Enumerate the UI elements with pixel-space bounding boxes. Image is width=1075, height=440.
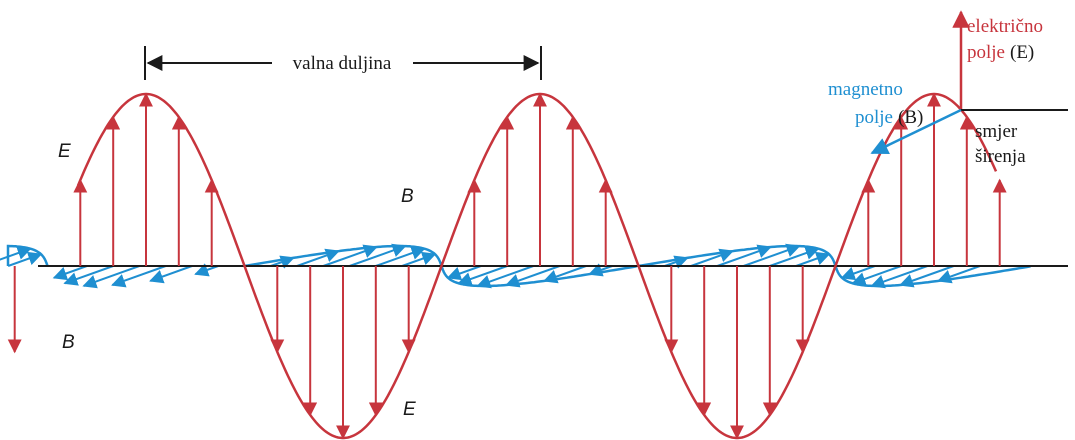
magnetic-field-vector: [690, 248, 734, 267]
magnetic-field-vector: [543, 265, 587, 284]
magnetic-field-vector: [7, 251, 43, 267]
magnetic-field-vector: [111, 265, 167, 288]
magnetic-wave-curve: [638, 244, 837, 268]
magnetic-field-vector: [0, 246, 32, 261]
magnetic-field-vector: [296, 248, 340, 267]
legend-direction-line1: smjer: [975, 121, 1018, 142]
magnetic-wave-curve: [834, 265, 1031, 288]
magnetic-wave-curve: [440, 265, 637, 288]
legend-electric-line2: polje(E): [967, 42, 1034, 63]
legend-electric-symbol: (E): [1010, 42, 1034, 63]
magnetic-label-upper: B: [401, 186, 414, 207]
magnetic-field-vector: [446, 265, 482, 281]
legend-magnetic-line2: polje(B): [855, 107, 923, 128]
magnetic-field-vector: [149, 265, 193, 284]
legend-magnetic-line1: magnetno: [828, 79, 903, 100]
wavelength-marker: valna duljina: [144, 46, 542, 80]
legend-magnetic-arrow: [870, 108, 962, 155]
legend-direction-line2: širenja: [975, 146, 1026, 167]
magnetic-label-lower: B: [62, 332, 75, 353]
magnetic-wave-curve: [6, 244, 49, 267]
field-legend: električno polje(E) magnetno polje(B) sm…: [828, 10, 1068, 167]
wavelength-label: valna duljina: [293, 53, 392, 74]
legend-magnetic-symbol: (B): [898, 107, 923, 128]
legend-electric-word: polje: [967, 42, 1005, 63]
magnetic-field-vector: [899, 265, 955, 288]
magnetic-field-vector: [82, 265, 140, 289]
magnetic-field-vector: [52, 265, 88, 281]
magnetic-field-vector: [716, 244, 772, 267]
magnetic-field-vector: [349, 243, 407, 267]
magnetic-field-vector: [851, 265, 902, 286]
magnetic-field-vector: [401, 251, 437, 267]
magnetic-field-vector: [63, 265, 114, 286]
magnetic-field-vector: [743, 243, 801, 267]
magnetic-field-vector: [840, 265, 876, 281]
magnetic-field-vector: [795, 251, 831, 267]
electric-label-upper: E: [58, 141, 71, 162]
magnetic-field-vector: [769, 246, 820, 267]
legend-electric-line1: električno: [967, 16, 1043, 37]
magnetic-field-wave: [0, 243, 1031, 289]
magnetic-field-vector: [505, 265, 561, 288]
electric-field-wave: [7, 92, 1007, 440]
legend-magnetic-word: polje: [855, 107, 893, 128]
magnetic-field-vector: [457, 265, 508, 286]
electric-wave-curve: [76, 92, 998, 440]
electric-label-lower: E: [403, 399, 416, 420]
magnetic-field-vector: [375, 246, 426, 267]
magnetic-field-vector: [937, 265, 981, 284]
magnetic-wave-curve: [244, 244, 443, 268]
magnetic-field-vector: [194, 263, 219, 277]
magnetic-field-vector: [322, 244, 378, 267]
